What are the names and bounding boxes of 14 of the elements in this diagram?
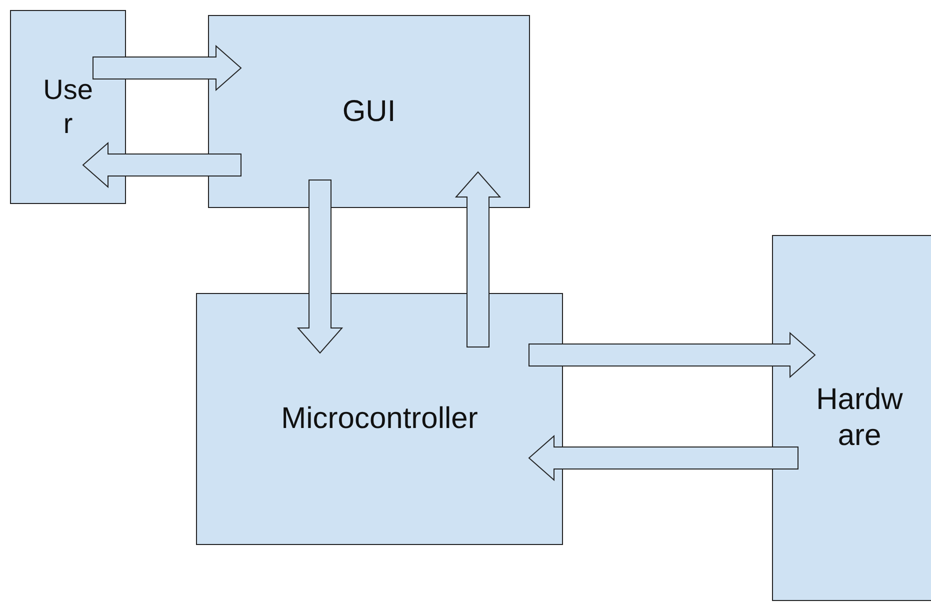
block-arrow — [528, 332, 816, 378]
block-arrow — [454, 171, 502, 348]
block-arrow — [82, 142, 242, 188]
box-label: Microcontroller — [281, 401, 478, 437]
process-box — [772, 235, 931, 601]
block-arrow — [92, 44, 242, 92]
box-label: GUI — [342, 94, 396, 130]
box-label: Hardware — [815, 382, 904, 454]
block-arrow — [528, 434, 798, 482]
process-box — [208, 15, 530, 208]
process-box — [196, 293, 563, 545]
box-label: User — [42, 73, 94, 141]
process-box — [10, 10, 126, 204]
block-arrow — [296, 180, 344, 354]
